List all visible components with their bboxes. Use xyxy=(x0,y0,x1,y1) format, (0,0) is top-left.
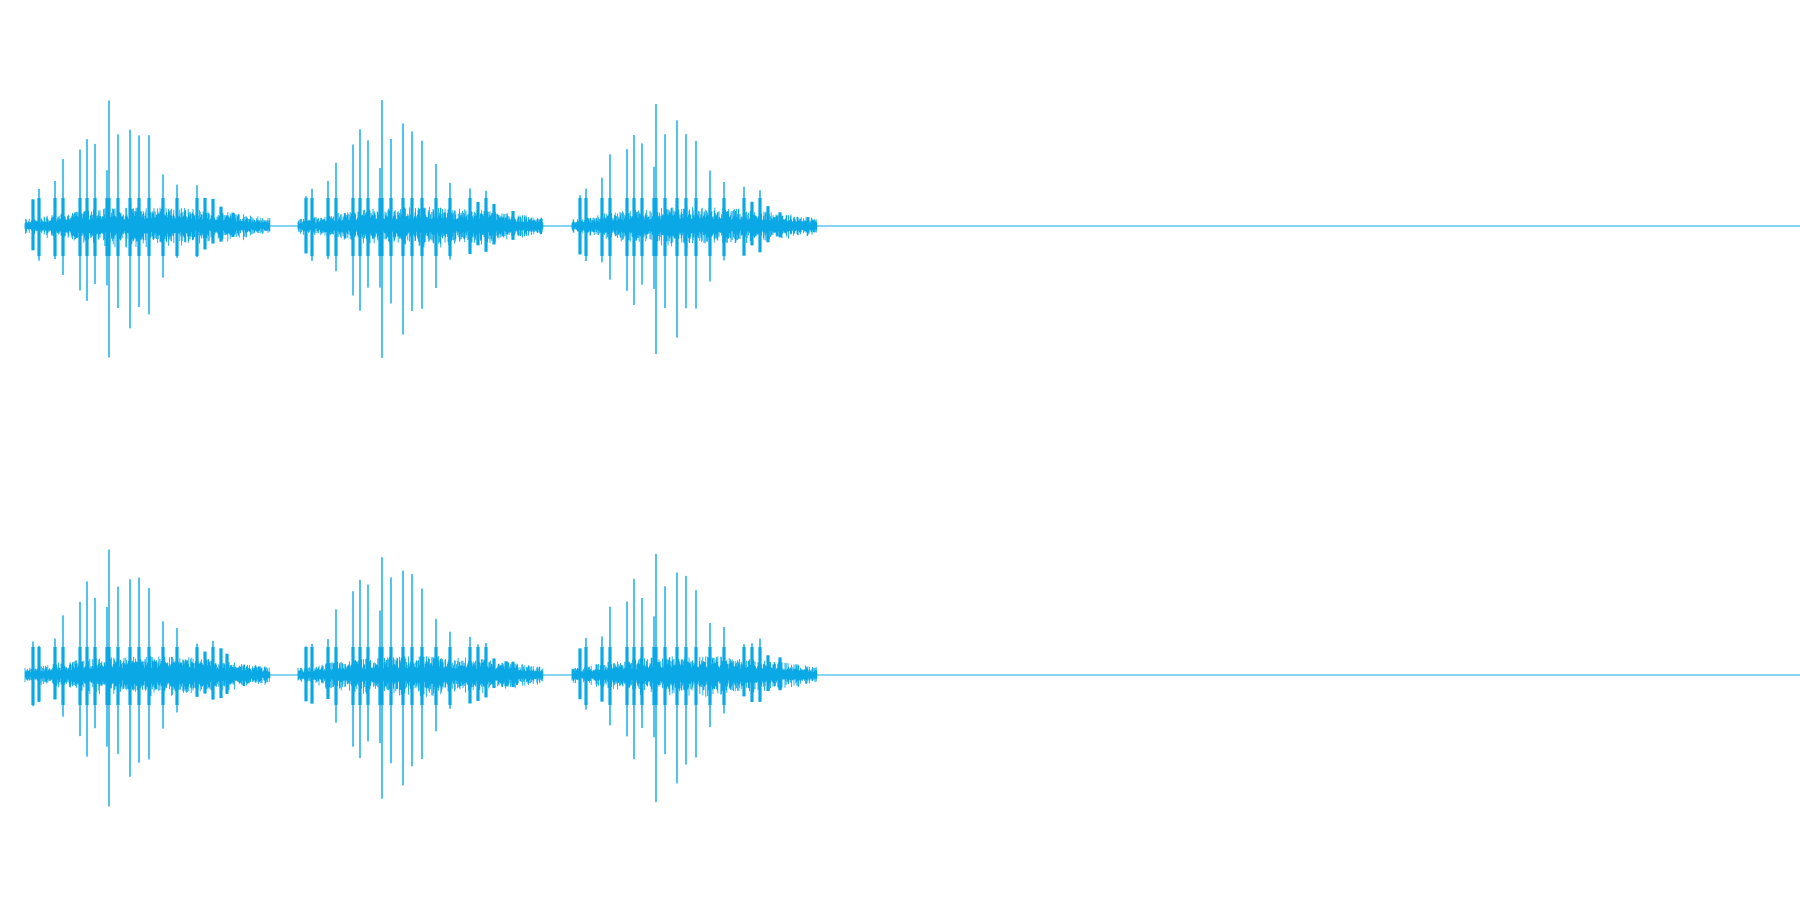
waveform-burst xyxy=(297,557,544,799)
waveform-burst xyxy=(297,100,544,358)
waveform-channel-bottom xyxy=(24,549,1800,807)
waveform-burst xyxy=(571,553,818,803)
waveform-burst xyxy=(24,549,271,807)
waveform-burst xyxy=(24,100,271,358)
waveform-burst xyxy=(571,104,818,354)
waveform-channel-top xyxy=(24,100,1800,358)
